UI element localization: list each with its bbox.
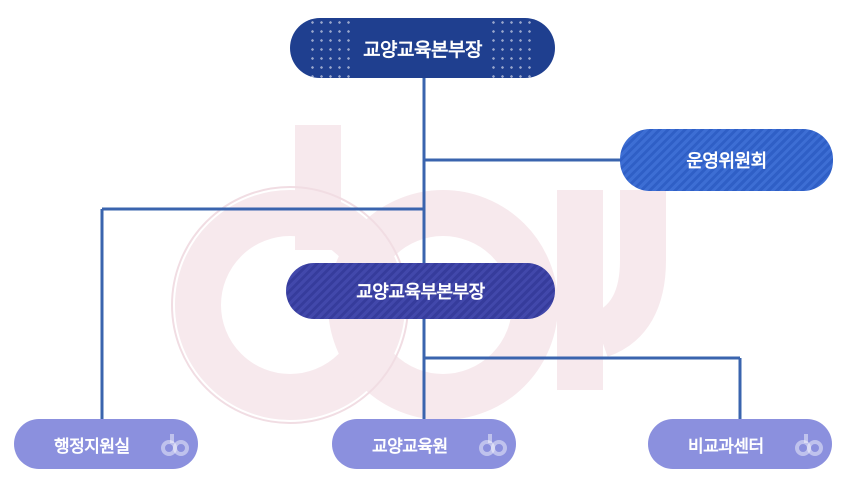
vice-director-node: 교양교육부본부장 — [286, 263, 555, 319]
director-label: 교양교육본부장 — [363, 38, 482, 61]
committee-label: 운영위원회 — [686, 151, 767, 172]
committee-node: 운영위원회 — [620, 129, 833, 191]
director-node: 교양교육본부장 — [290, 18, 555, 78]
unit-node-center: 비교과센터 — [648, 419, 832, 469]
cb-logo-icon — [795, 434, 823, 456]
dot-pattern — [308, 18, 356, 78]
unit-label: 비교과센터 — [688, 436, 764, 457]
unit-node-education: 교양교육원 — [332, 419, 516, 469]
unit-label: 행정지원실 — [54, 436, 130, 457]
dot-pattern — [489, 18, 537, 78]
unit-label: 교양교육원 — [372, 436, 448, 457]
cb-logo-icon — [479, 434, 507, 456]
unit-node-admin: 행정지원실 — [14, 419, 198, 469]
vice-director-label: 교양교육부본부장 — [356, 282, 485, 303]
cb-logo-icon — [161, 434, 189, 456]
